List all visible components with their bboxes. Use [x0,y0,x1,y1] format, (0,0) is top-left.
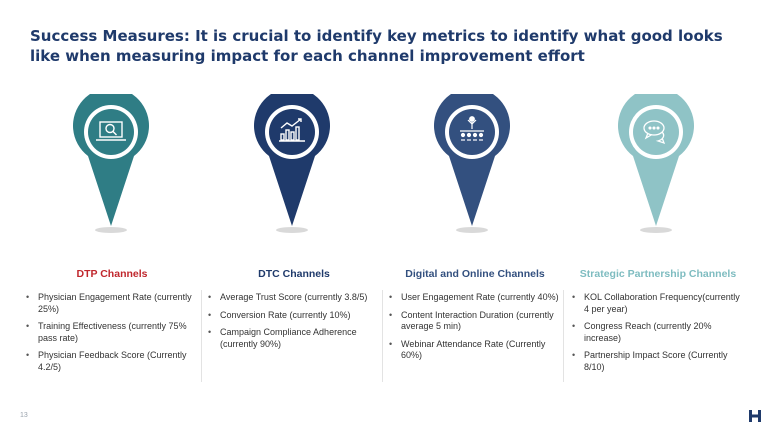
metric-item: Physician Feedback Score (Currently 4.2/… [26,350,198,373]
audience-presenter-icon [460,116,484,141]
channel-column-digital: Digital and Online Channels User Engagem… [389,268,561,368]
map-pin-digital [434,94,510,234]
laptop-search-icon [96,121,126,141]
metric-item: Webinar Attendance Rate (Currently 60%) [389,339,561,362]
channel-column-dtp: DTP Channels Physician Engagement Rate (… [26,268,198,379]
channel-column-strategic: Strategic Partnership Channels KOL Colla… [572,268,744,379]
column-divider [382,290,383,382]
metric-list-strategic: KOL Collaboration Frequency(currently 4 … [572,292,744,373]
metric-item: Partnership Impact Score (Currently 8/10… [572,350,744,373]
slide-title: Success Measures: It is crucial to ident… [30,27,723,65]
column-divider [563,290,564,382]
chat-bubbles-icon [643,120,666,145]
channel-heading-dtp: DTP Channels [76,268,148,280]
metric-item: KOL Collaboration Frequency(currently 4 … [572,292,744,315]
metric-item: User Engagement Rate (currently 40%) [389,292,561,304]
channel-heading-digital: Digital and Online Channels [405,268,545,280]
column-divider [201,290,202,382]
metric-item: Content Interaction Duration (currently … [389,310,561,333]
map-pin-dtp [73,94,149,234]
metric-item: Congress Reach (currently 20% increase) [572,321,744,344]
company-logo [748,409,762,423]
channel-column-dtc: DTC Channels Average Trust Score (curren… [208,268,380,356]
channel-heading-dtc: DTC Channels [258,268,330,280]
metric-item: Conversion Rate (currently 10%) [208,310,380,322]
map-pin-dtc [254,94,330,234]
bar-chart-icon [279,118,305,142]
page-number: 13 [20,412,28,419]
metric-list-digital: User Engagement Rate (currently 40%) Con… [389,292,561,362]
map-pin-strategic [618,94,694,234]
metric-item: Average Trust Score (currently 3.8/5) [208,292,380,304]
metric-item: Campaign Compliance Adherence (currently… [208,327,380,350]
metric-item: Training Effectiveness (currently 75% pa… [26,321,198,344]
metric-item: Physician Engagement Rate (currently 25%… [26,292,198,315]
channel-heading-strategic: Strategic Partnership Channels [579,268,737,280]
metric-list-dtp: Physician Engagement Rate (currently 25%… [26,292,198,373]
metric-list-dtc: Average Trust Score (currently 3.8/5) Co… [208,292,380,350]
